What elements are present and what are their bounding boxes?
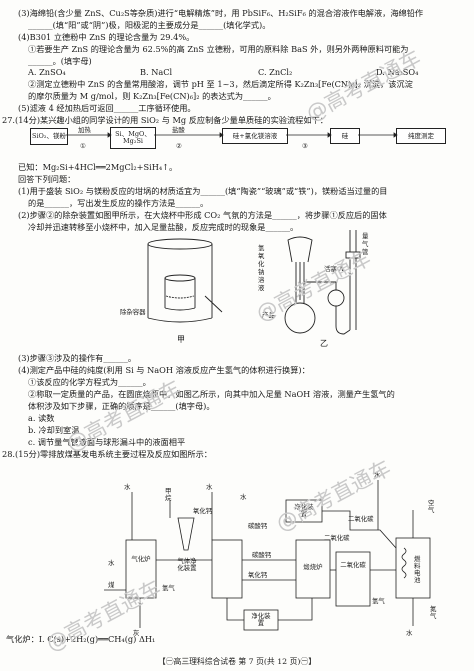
label-coal: 煤 bbox=[108, 581, 115, 589]
text-line: ①该反应的化学方程式为______。 bbox=[28, 377, 151, 387]
text-line: (3)步骤③涉及的操作有______。 bbox=[18, 353, 137, 363]
label-methane: 甲烷 bbox=[165, 487, 172, 502]
label-co2-2: 二氧化碳 bbox=[348, 515, 374, 523]
label-water-4: 水 bbox=[406, 629, 413, 637]
label-air: 空气 bbox=[428, 499, 435, 514]
text-line: (3)海绵铅(含少量 ZnS、Cu₂S等杂质)进行“电解精炼”时，用 PbSiF… bbox=[18, 8, 424, 18]
choice-option: B. NaCl bbox=[140, 67, 173, 77]
page-footer: 【㊀高三理科综合试卷 第 7 页(共 12 页)㊀】 bbox=[157, 657, 317, 666]
text-line: ②测定立德粉中 ZnS 的含量常用酸溶，调节 pH 至 1~3，然后滴定所得 K… bbox=[28, 79, 413, 89]
text-line: 28.(15分)零排放煤基发电系统主要过程及反应如图所示： bbox=[2, 449, 212, 459]
label-water-6: 水 bbox=[108, 559, 115, 567]
text-line: (4)测定产品中硅的纯度(利用 Si 与 NaOH 溶液反应产生氢气的体积进行换… bbox=[18, 365, 310, 375]
caption-jia: 甲 bbox=[177, 335, 185, 344]
text-line: 的是______，写出发生反应的操作方法是______。 bbox=[28, 198, 209, 208]
label-hydrogen-1: 氢气 bbox=[162, 584, 175, 592]
flow-label-heat: 加热 bbox=[78, 126, 91, 134]
flow-box-purity: 纯度测定 bbox=[396, 128, 446, 144]
flow-label-step2: ② bbox=[176, 142, 182, 150]
label-naoh-solution: 氢氧化钠溶液 bbox=[258, 244, 265, 292]
text-line: 气化炉：Ⅰ. C(s)+2H₂(g)══CH₄(g) ΔH₁ bbox=[6, 634, 156, 644]
unit-fuel-cell: 燃料电池 bbox=[414, 555, 421, 584]
label-cao-1: 氧化钙 bbox=[193, 507, 213, 515]
text-line: 体积涉及如下步骤，正确的顺序是______(填字母)。 bbox=[28, 401, 215, 411]
text-line: ②称取一定质量的产品，在圆底烧瓶中，如图乙所示，向其中加入足量 NaOH 溶液，… bbox=[28, 389, 395, 399]
unit-gasifier: 气化炉 bbox=[131, 555, 151, 563]
unit-co2: 二氧化碳 bbox=[340, 561, 366, 569]
text-line: 冷却并迅速转移至小烧杯中，加入足量盐酸，反应完成时的现象是______。 bbox=[28, 222, 299, 232]
label-water-2: 水 bbox=[206, 483, 213, 491]
unit-gas-purifier: 气体净化装置 bbox=[177, 557, 197, 572]
label-impurity-container: 除杂容器 bbox=[120, 308, 146, 316]
text-line: (2)步骤②的除杂装置如图甲所示，在大烧杯中形成 CO₂ 气氛的方法是_____… bbox=[18, 210, 387, 220]
text-line: (5)滤液 4 经加热后可返回______工序循环使用。 bbox=[18, 103, 196, 113]
label-gas-burette: 量气管 bbox=[362, 232, 369, 256]
unit-purifier-top: 净化装置 bbox=[294, 503, 314, 518]
flow-box-sio2-mg: SiO₂、镁粉 bbox=[30, 128, 68, 145]
choice-option: D. Na₂SO₄ bbox=[376, 67, 419, 77]
text-line: (4)B301 立德粉中 ZnS 的理论含量为 29.4%。 bbox=[18, 32, 195, 42]
text-line: b. 冷却到室温 bbox=[28, 425, 80, 435]
flow-label-hcl: 盐酸 bbox=[172, 126, 185, 134]
text-line: 已知：Mg₂Si+4HCl══2MgCl₂+SiH₄↑。 bbox=[18, 162, 178, 172]
choice-option: C. ZnCl₂ bbox=[258, 67, 293, 77]
choice-option: A. ZnSO₄ bbox=[28, 67, 66, 77]
label-ash: 灰 bbox=[133, 629, 140, 637]
flow-box-si-mgcl2: 硅+氯化镁溶液 bbox=[222, 128, 288, 144]
text-line: 回答下列问题： bbox=[18, 174, 76, 184]
label-water-3: 水 bbox=[240, 493, 247, 501]
caption-yi: 乙 bbox=[320, 339, 328, 348]
unit-calciner: 煅烧炉 bbox=[303, 563, 323, 571]
label-co2-1: 二氧化碳 bbox=[324, 534, 350, 542]
text-line: ①若要生产 ZnS 的理论含量为 62.5%的高 ZnS 立德粉，可用的原料除 … bbox=[28, 44, 409, 54]
label-stopcock-a: 活塞 A bbox=[324, 265, 344, 273]
label-caco3-2: 碳酸钙 bbox=[252, 551, 272, 559]
flow-box-si-mgo: Si、MgO、Mg₂Si bbox=[110, 127, 156, 149]
label-cao-2: 氧化钙 bbox=[248, 571, 268, 579]
text-line: 27.(14分)某兴趣小组的同学设计的用 SiO₂ 与 Mg 反应制备少量单质硅… bbox=[2, 115, 328, 125]
label-product: 产品 bbox=[262, 311, 275, 319]
flow-label-step3: ③ bbox=[302, 142, 308, 150]
label-caco3-1: 碳酸钙 bbox=[248, 522, 268, 530]
label-water-5: 水 bbox=[374, 471, 381, 479]
text-line: a. 读数 bbox=[28, 413, 55, 423]
text-line: 的摩尔质量为 M g/mol，则 K₂Zn₃[Fe(CN)₆]₂ 的表达式为__… bbox=[28, 91, 276, 101]
text-line: c. 调节量气管液面与球形漏斗中的液面相平 bbox=[28, 437, 186, 447]
label-nitrogen: 氮气 bbox=[430, 605, 437, 620]
text-line: ______。(填字母) bbox=[28, 56, 92, 66]
unit-purifier-bottom: 净化装置 bbox=[251, 612, 271, 627]
flow-label-step1: ① bbox=[80, 142, 86, 150]
text-line: ______(填“阳”或“阴”)极，阳极泥的主要成分是______(填化学式)。 bbox=[28, 20, 271, 30]
label-hydrogen-2: 氢气 bbox=[372, 597, 385, 605]
flow-box-si: 硅 bbox=[330, 128, 360, 144]
text-line: (1)用于盛装 SiO₂ 与镁粉反应的坩埚的材质适宜为______(填“陶瓷”“… bbox=[18, 186, 388, 196]
label-water-1: 水 bbox=[124, 483, 131, 491]
